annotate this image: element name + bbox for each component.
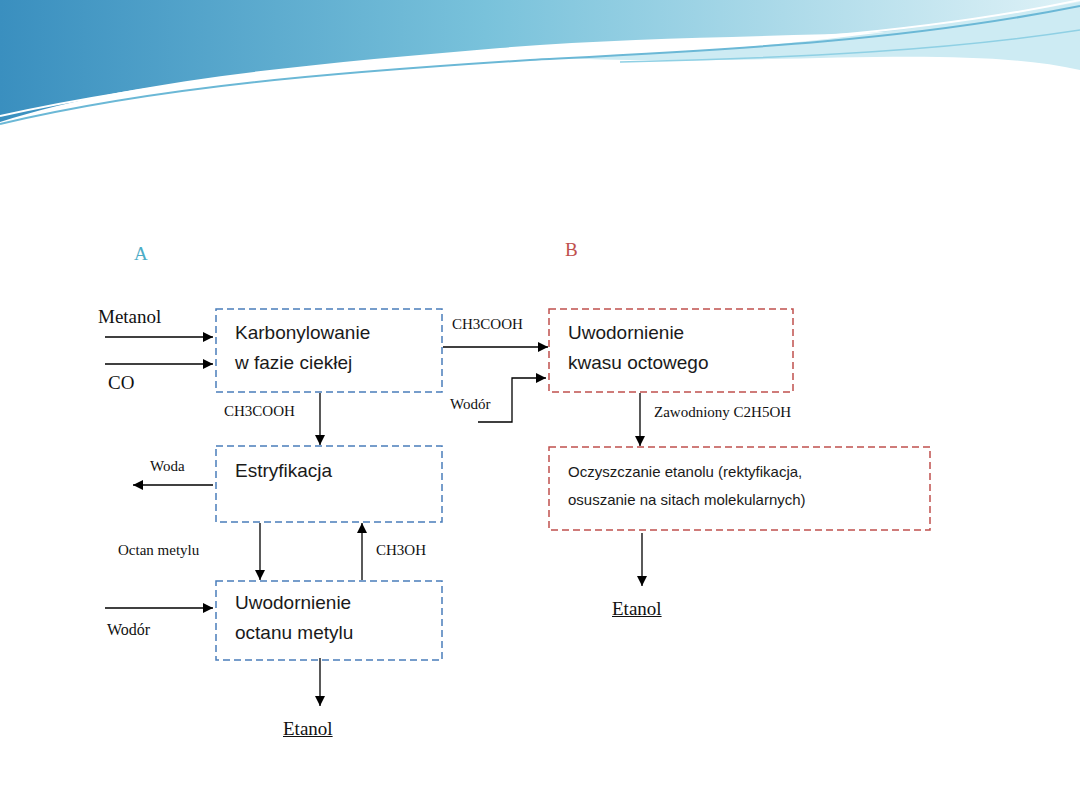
flow-arrow — [639, 393, 640, 446]
process-box: Uwodornienie octanu metylu — [215, 580, 443, 661]
input-label: CO — [108, 372, 134, 394]
dashed-outline — [548, 446, 931, 531]
flow-arrow — [259, 523, 260, 580]
process-text: Karbonylowanie w fazie ciekłej — [235, 318, 385, 379]
input-arrow — [105, 336, 213, 337]
process-text: Uwodornienie kwasu octowego — [568, 318, 728, 379]
flow-arrow — [361, 523, 362, 580]
process-text: Uwodornienie octanu metylu — [235, 588, 395, 649]
flow-label: Octan metylu — [118, 542, 199, 559]
flow-label: CH3OH — [376, 542, 426, 559]
input-label: Metanol — [98, 306, 161, 328]
output-arrow — [641, 533, 642, 586]
flow-arrow — [443, 346, 548, 347]
output-arrow — [133, 484, 213, 485]
input-arrow — [105, 607, 213, 608]
process-box: Estryfikacja — [215, 445, 443, 523]
wave-band — [0, 0, 1080, 122]
section-letter: A — [134, 243, 148, 265]
dashed-outline — [548, 308, 794, 393]
process-box: Karbonylowanie w fazie ciekłej — [215, 308, 443, 393]
process-box: Uwodornienie kwasu octowego — [548, 308, 794, 393]
dashed-outline — [215, 445, 443, 523]
wave-line — [0, 0, 1080, 116]
input-label: Wodór — [450, 396, 490, 413]
input-label: Wodór — [107, 621, 150, 639]
input-arrow — [105, 363, 213, 364]
flow-label: CH3COOH — [224, 403, 295, 420]
wave-line — [0, 6, 1080, 124]
flow-arrow — [319, 393, 320, 445]
process-text: Oczyszczanie etanolu (rektyfikacja, osus… — [568, 458, 868, 514]
wave-line — [620, 30, 1080, 62]
output-label: Woda — [150, 458, 185, 475]
diagram-panel — [92, 210, 956, 762]
flow-label: Zawodniony C2H5OH — [654, 404, 791, 421]
output-arrow — [319, 658, 320, 706]
product-label: Etanol — [283, 718, 333, 740]
process-box: Oczyszczanie etanolu (rektyfikacja, osus… — [548, 446, 931, 531]
product-label: Etanol — [612, 598, 662, 620]
process-text: Estryfikacja — [235, 456, 332, 486]
dashed-outline — [215, 308, 443, 393]
flow-label: CH3COOH — [452, 316, 523, 333]
section-letter: B — [565, 239, 578, 261]
